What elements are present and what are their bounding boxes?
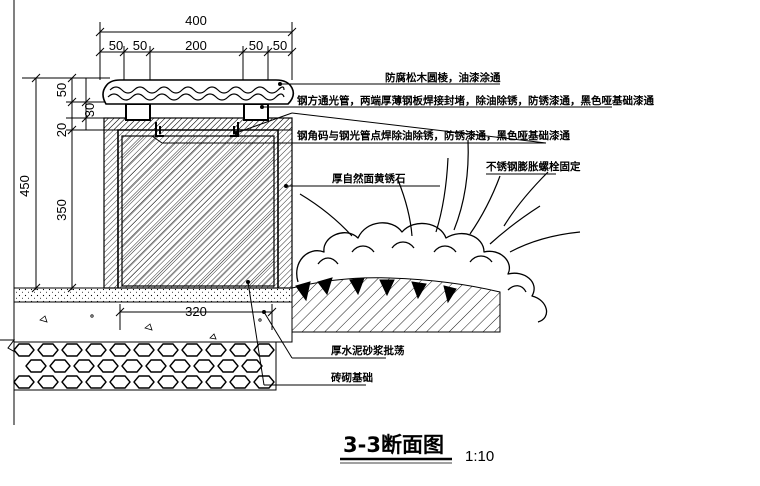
grass-blades	[299, 139, 581, 253]
note-granite: 厚自然面黄锈石	[332, 172, 406, 185]
stone-pattern	[13, 343, 275, 389]
stone-2	[61, 343, 83, 357]
shrub	[296, 222, 548, 323]
dim-top-seg-4: 50	[249, 38, 263, 53]
dim-bottom-320: 320	[185, 304, 207, 319]
dim-top-seg-5: 50	[273, 38, 287, 53]
dim-top-seg-2: 50	[133, 38, 147, 53]
stone-5	[133, 343, 155, 357]
bottom-dimension	[115, 304, 277, 330]
stone-24	[85, 375, 107, 389]
leader-dots	[234, 82, 288, 314]
dim-left-20: 20	[54, 123, 69, 137]
dim-top-seg-1: 50	[109, 38, 123, 53]
steel-tube-right	[243, 103, 269, 121]
stone-8	[205, 343, 227, 357]
stone-23	[61, 375, 83, 389]
dim-left-450: 450	[17, 175, 32, 197]
stone-6	[157, 343, 179, 357]
stone-7	[181, 343, 203, 357]
stone-17	[169, 359, 191, 373]
wood-seat-top	[102, 79, 295, 105]
dim-top-seg-3: 200	[185, 38, 207, 53]
stone-29	[205, 375, 227, 389]
stone-3	[85, 343, 107, 357]
drawing-scale: 1:10	[465, 448, 494, 465]
stone-27	[157, 375, 179, 389]
stone-4	[109, 343, 131, 357]
note-steel-tube: 钢方通光管，两端厚薄钢板焊接封堵，除油除锈，防锈漆通，黑色哑基础漆通	[297, 94, 654, 107]
granite-core	[121, 135, 275, 287]
stone-13	[73, 359, 95, 373]
dim-left-50: 50	[54, 83, 69, 97]
stone-21	[13, 375, 35, 389]
dim-top-total: 400	[185, 13, 207, 28]
stone-12	[49, 359, 71, 373]
stone-16	[145, 359, 167, 373]
note-bolt: 不锈钢膨胀螺栓固定	[486, 160, 581, 173]
stone-19	[217, 359, 239, 373]
stone-18	[193, 359, 215, 373]
stone-28	[181, 375, 203, 389]
steel-tube-left	[125, 103, 151, 121]
drawing-title: 3-3断面图	[343, 433, 444, 457]
stone-15	[121, 359, 143, 373]
stone-26	[133, 375, 155, 389]
steel-angles	[155, 122, 239, 137]
mortar-layer	[13, 301, 293, 343]
stone-25	[109, 375, 131, 389]
stone-0	[13, 343, 35, 357]
stone-11	[25, 359, 47, 373]
stone-30	[229, 375, 251, 389]
leader-lines	[151, 83, 612, 386]
stone-14	[97, 359, 119, 373]
note-steel-angle: 钢角码与钢光管点焊除油除锈，防锈漆通，黑色哑基础漆通	[297, 129, 570, 142]
brick-foundation	[13, 341, 277, 391]
top-dimensions	[95, 22, 297, 80]
stone-31	[253, 375, 275, 389]
soil-edge	[295, 277, 457, 304]
wood-grain	[107, 86, 285, 101]
note-mortar: 厚水泥砂浆批荡	[331, 344, 405, 357]
stone-1	[37, 343, 59, 357]
stone-22	[37, 375, 59, 389]
dim-left-350: 350	[54, 199, 69, 221]
stone-9	[229, 343, 251, 357]
note-brick: 砖砌基础	[331, 371, 373, 384]
note-wood-top: 防腐松木圆棱，油漆涂通	[385, 71, 501, 84]
dim-left-30: 30	[82, 103, 97, 117]
stone-20	[241, 359, 263, 373]
